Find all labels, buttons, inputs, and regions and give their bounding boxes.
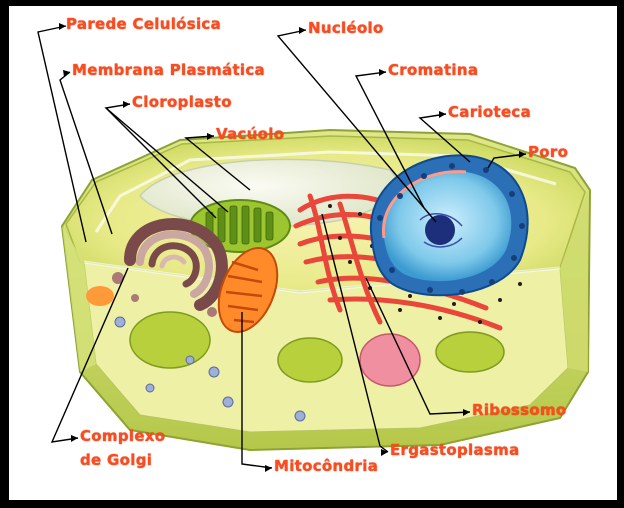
label-cell-wall: Parede Celulósica xyxy=(66,16,221,33)
label-vacuole: Vacúolo xyxy=(216,126,284,143)
label-nucleolus: Nucléolo xyxy=(308,20,384,37)
label-ergastoplasm: Ergastoplasma xyxy=(390,442,520,459)
label-mitochondrion: Mitocôndria xyxy=(274,458,378,475)
label-ribosome: Ribossomo xyxy=(472,402,567,419)
label-plasma-membrane: Membrana Plasmática xyxy=(72,62,265,79)
label-chloroplast: Cloroplasto xyxy=(132,94,232,111)
label-chromatin: Cromatina xyxy=(388,62,478,79)
label-golgi-line2: de Golgi xyxy=(80,452,152,469)
label-golgi-line1: Complexo xyxy=(80,428,165,445)
label-nuclear-envelope: Carioteca xyxy=(448,104,531,121)
label-nuclear-pore: Poro xyxy=(528,144,568,161)
